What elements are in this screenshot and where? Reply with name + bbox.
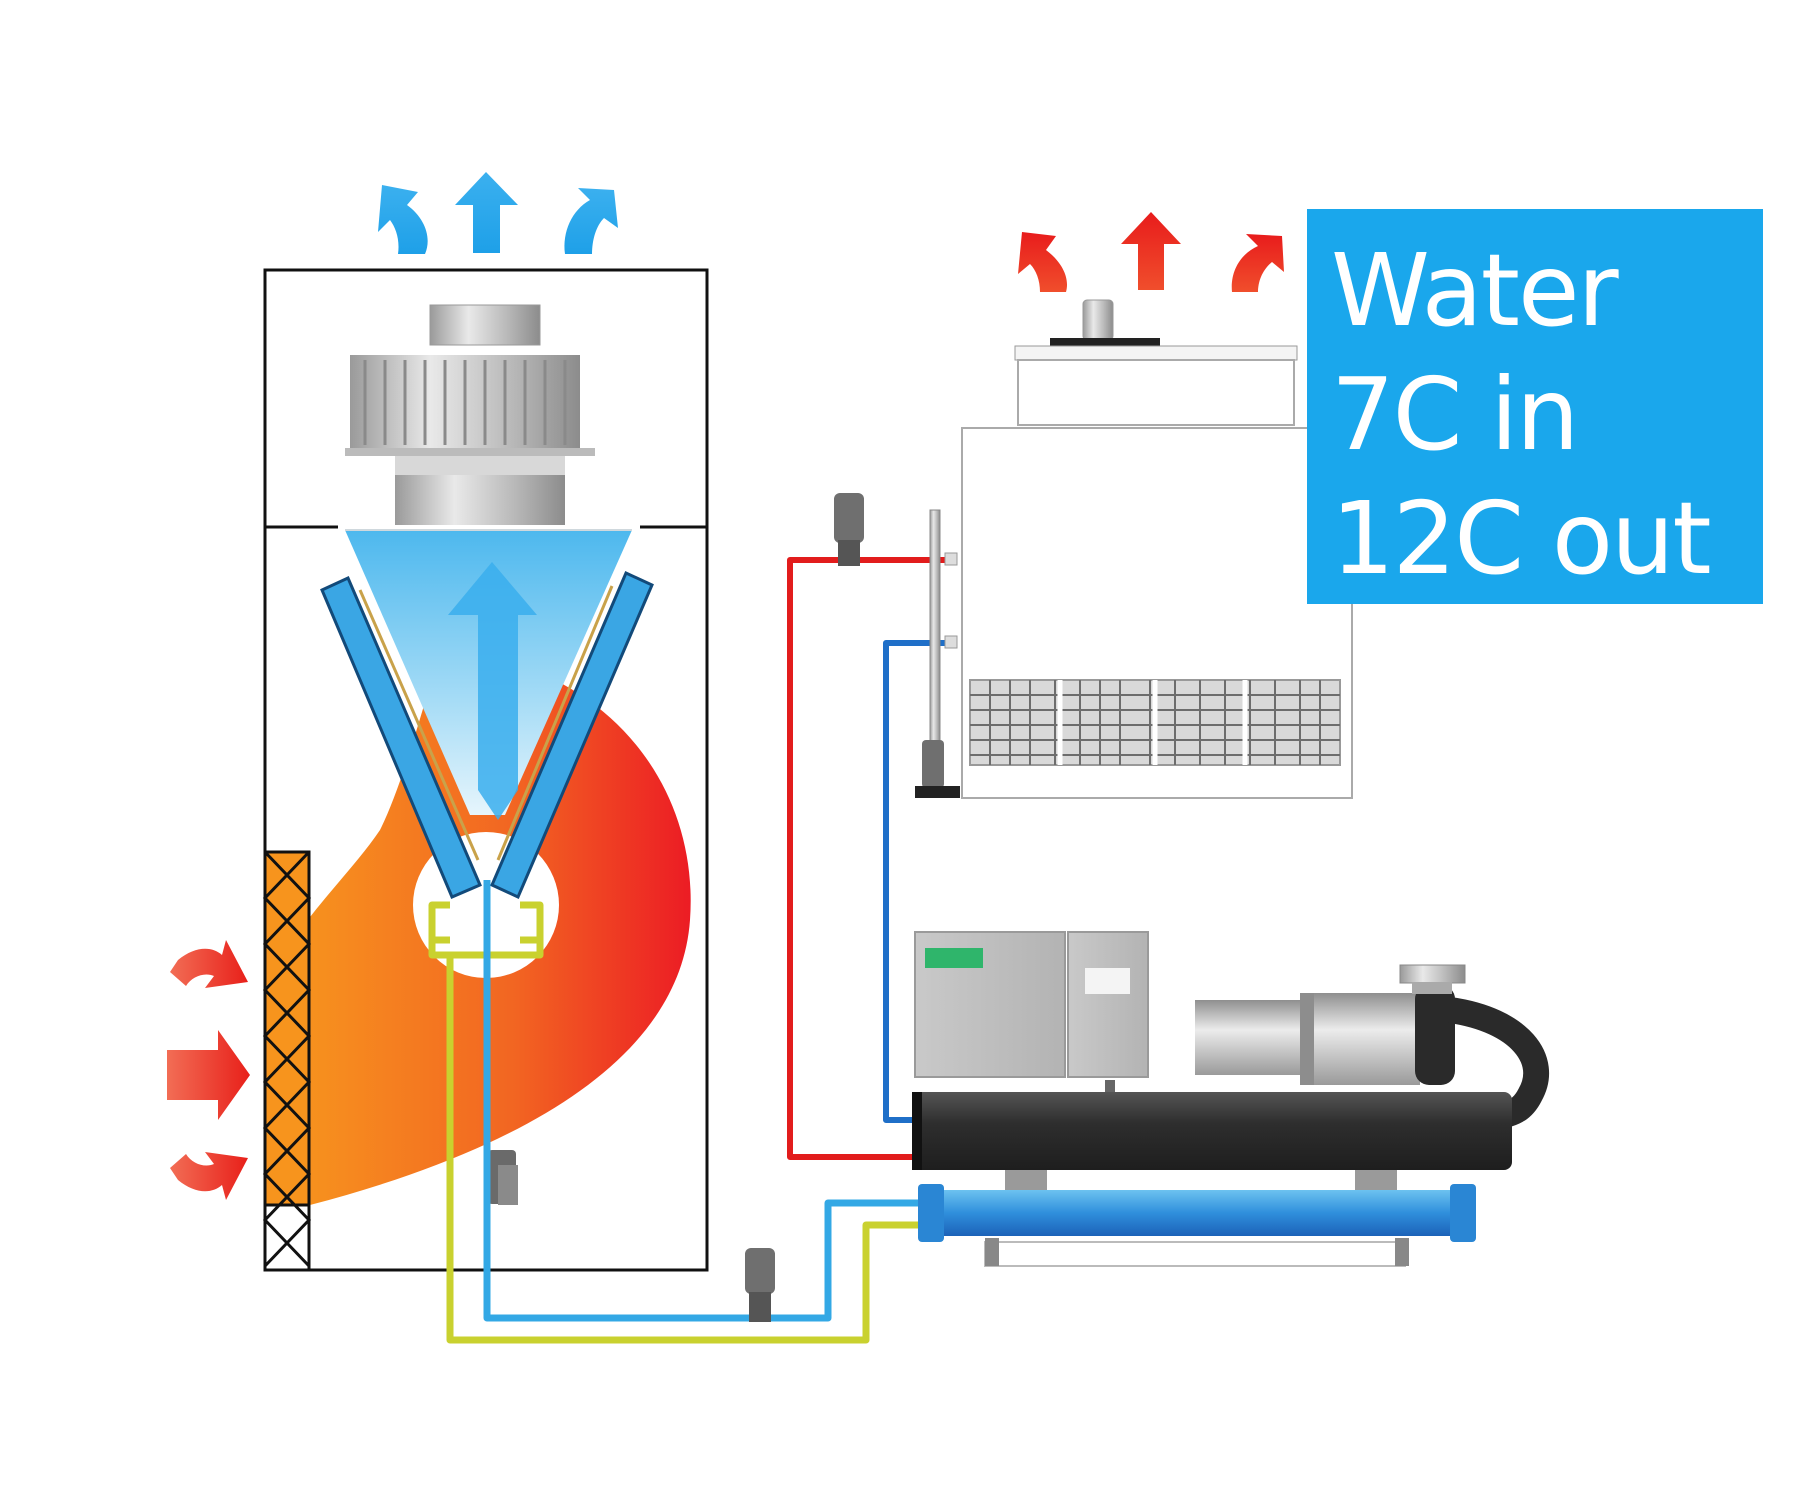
piping bbox=[428, 557, 952, 1344]
hot-air-arrow-icon bbox=[1231, 234, 1284, 292]
hot-air-arrow-icon bbox=[170, 940, 248, 988]
cool-air-arrow-icon bbox=[455, 172, 518, 253]
pump-icon bbox=[745, 1248, 775, 1322]
chiller-icon bbox=[912, 931, 1549, 1267]
inlet-filter-icon bbox=[262, 850, 312, 1272]
hot-air-arrow-icon bbox=[1121, 212, 1181, 290]
cooling-tower-icon bbox=[915, 299, 1353, 799]
hot-air-arrow-icon bbox=[1018, 232, 1068, 292]
pipe-red bbox=[787, 557, 952, 1160]
cool-air-arrow-icon bbox=[378, 185, 428, 254]
pipe-light-blue bbox=[483, 880, 930, 1322]
tower-louvers bbox=[969, 679, 1341, 766]
hot-air-arrow-icon bbox=[167, 1030, 250, 1120]
cool-air-arrow-icon bbox=[564, 188, 618, 254]
v-coil-icon bbox=[320, 570, 654, 900]
heat-exchanger-icon bbox=[918, 1184, 1476, 1267]
label-line-outlet-temp: 12C out bbox=[1331, 480, 1712, 597]
cool-air-arrow-icon bbox=[448, 562, 537, 820]
hot-air-arrow-icon bbox=[170, 1152, 248, 1200]
pump-icon bbox=[488, 1150, 518, 1205]
water-temperature-label: Water 7C in 12C out bbox=[1307, 209, 1763, 604]
label-line-inlet-temp: 7C in bbox=[1331, 356, 1579, 473]
pipe-blue bbox=[883, 640, 952, 1123]
pump-icon bbox=[834, 493, 864, 566]
centrifugal-fan-icon bbox=[345, 304, 595, 525]
condenser-barrel-icon bbox=[912, 1092, 1512, 1170]
label-line-water: Water bbox=[1331, 232, 1619, 349]
